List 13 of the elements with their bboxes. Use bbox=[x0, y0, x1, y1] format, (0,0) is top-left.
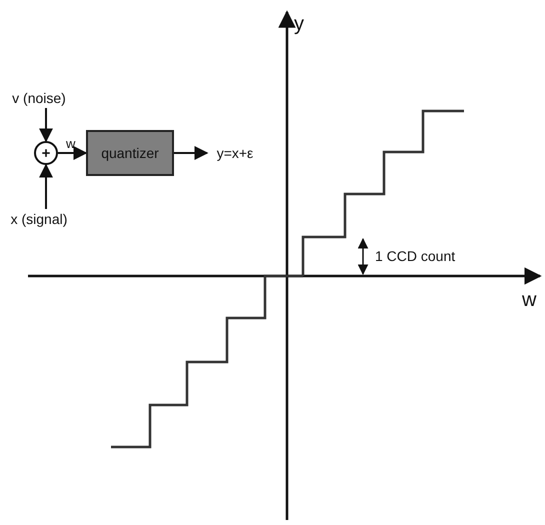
signal-label: v (noise) bbox=[6, 88, 72, 108]
arrow bbox=[39, 164, 53, 209]
arrow bbox=[174, 146, 208, 160]
arrow bbox=[58, 146, 88, 160]
signal-label: x (signal) bbox=[4, 209, 74, 229]
signal-label: y=x+ε bbox=[207, 143, 263, 163]
edge-label: w bbox=[66, 137, 76, 150]
arrow bbox=[39, 108, 53, 142]
axis-label: y bbox=[294, 14, 304, 34]
axis-label: w bbox=[522, 290, 536, 310]
dimension-label: 1 CCD count bbox=[375, 249, 456, 263]
quantizer-block: quantizer bbox=[86, 130, 174, 176]
summing-junction: + bbox=[34, 141, 58, 165]
